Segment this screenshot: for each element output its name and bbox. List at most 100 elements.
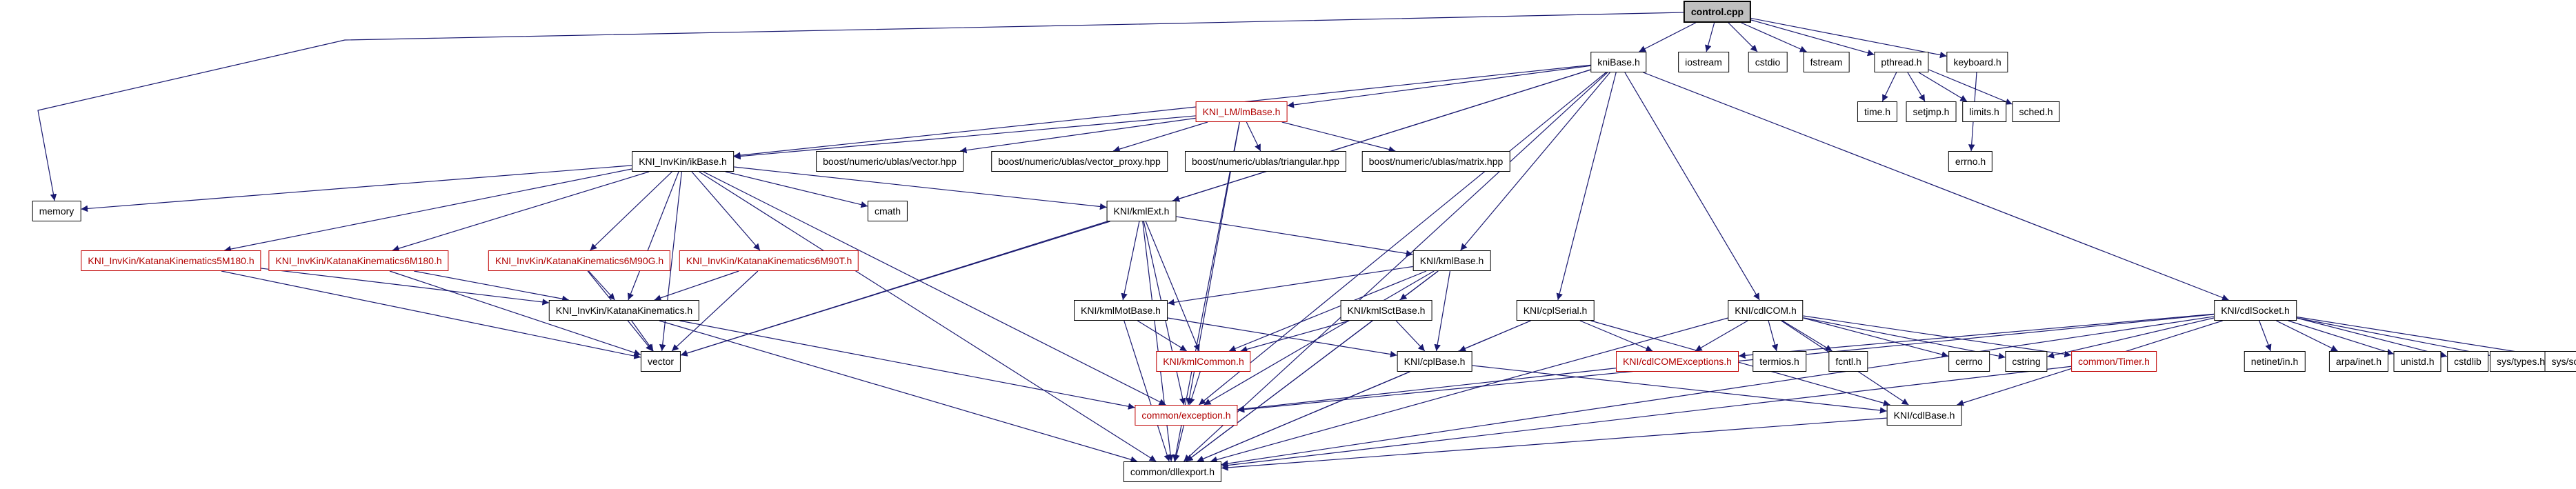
- include-edge-ikBase_h--vector: [659, 171, 682, 352]
- include-edge-kmlMotBase_h--cplBase_h: [1167, 317, 1397, 358]
- include-edge-ikBase_h--kk_h: [627, 171, 679, 301]
- include-edge-cplBase_h--cdlBase_h: [1472, 365, 1887, 414]
- graph-node-control_cpp: control.cpp: [1683, 1, 1752, 23]
- include-edge-kk_h--dllexport_h: [659, 320, 1138, 463]
- include-edge-control_cpp--cstdio: [1728, 22, 1758, 52]
- graph-node-cdlBase_h[interactable]: KNI/cdlBase.h: [1886, 405, 1962, 426]
- graph-node-unistd_h: unistd.h: [2393, 351, 2442, 372]
- graph-node-cdlCOMExceptions_h[interactable]: KNI/cdlCOMExceptions.h: [1616, 351, 1739, 372]
- include-edge-cdlSocket_h--netinet_in_h: [2259, 320, 2272, 352]
- graph-node-sys_types_h: sys/types.h: [2489, 351, 2553, 372]
- graph-node-ublas_vector: boost/numeric/ublas/vector.hpp: [816, 151, 963, 172]
- include-edge-kmlExt_h--vector: [680, 221, 1110, 357]
- include-edge-cplBase_h--dllexport_h: [1197, 371, 1410, 462]
- include-edge-kk_h--vector: [631, 320, 654, 352]
- include-edge-kmlExt_h--kmlCommon_h: [1145, 221, 1200, 352]
- graph-node-kk5M180[interactable]: KNI_InvKin/KatanaKinematics5M180.h: [81, 250, 261, 271]
- graph-node-ublas_vector_proxy: boost/numeric/ublas/vector_proxy.hpp: [991, 151, 1168, 172]
- include-edge-kniBase_h--kmlBase_h: [1460, 72, 1610, 251]
- graph-node-kniBase_h[interactable]: kniBase.h: [1590, 52, 1647, 72]
- include-edge-ikBase_h--exception_h: [703, 171, 1166, 406]
- include-edge-kk6M180--kk_h: [414, 270, 569, 302]
- graph-node-kmlSctBase_h[interactable]: KNI/kmlSctBase.h: [1340, 300, 1432, 321]
- include-edge-kmlMotBase_h--dllexport_h: [1124, 320, 1170, 462]
- graph-node-exception_h[interactable]: common/exception.h: [1135, 405, 1238, 426]
- include-edge-kmlExt_h--kmlBase_h: [1176, 216, 1413, 257]
- graph-node-cplBase_h[interactable]: KNI/cplBase.h: [1397, 351, 1472, 372]
- graph-node-sched_h: sched.h: [2012, 101, 2060, 122]
- graph-node-cerrno: cerrno: [1948, 351, 1990, 372]
- include-edge-pthread_h--time_h: [1881, 72, 1897, 102]
- include-edge-kk6M90T--kk_h: [654, 270, 739, 301]
- graph-node-cplSerial_h[interactable]: KNI/cplSerial.h: [1516, 300, 1595, 321]
- include-edge-kmlSctBase_h--dllexport_h: [1186, 320, 1373, 462]
- include-edge-cdlBase_h--dllexport_h: [1221, 417, 1887, 471]
- graph-node-kk6M90G[interactable]: KNI_InvKin/KatanaKinematics6M90G.h: [488, 250, 671, 271]
- graph-node-keyboard_h[interactable]: keyboard.h: [1946, 52, 2008, 72]
- graph-node-ublas_triangular: boost/numeric/ublas/triangular.hpp: [1184, 151, 1347, 172]
- graph-node-cmath: cmath: [867, 201, 908, 221]
- include-edge-kk6M180--vector: [389, 270, 641, 356]
- graph-node-cdlCOM_h[interactable]: KNI/cdlCOM.h: [1728, 300, 1804, 321]
- include-edge-cdlSocket_h--cstdlib: [2296, 317, 2448, 359]
- include-edge-kniBase_h--cdlSocket_h: [1643, 72, 2229, 301]
- graph-node-pthread_h: pthread.h: [1874, 52, 1929, 72]
- graph-node-sys_socket_h: sys/socket.h: [2544, 351, 2576, 372]
- graph-node-cstdio: cstdio: [1748, 52, 1788, 72]
- include-edge-kmlSctBase_h--kmlCommon_h: [1240, 320, 1350, 353]
- graph-node-lmBase_h[interactable]: KNI_LM/lmBase.h: [1195, 101, 1288, 122]
- include-edge-timer_h--dllexport_h: [1221, 366, 2072, 469]
- graph-node-kmlBase_h[interactable]: KNI/kmlBase.h: [1412, 250, 1491, 271]
- include-edge-kniBase_h--cdlCOM_h: [1624, 72, 1760, 301]
- graph-node-timer_h[interactable]: common/Timer.h: [2071, 351, 2157, 372]
- include-edge-lmBase_h--ublas_matrix: [1281, 121, 1396, 153]
- graph-node-kmlCommon_h[interactable]: KNI/kmlCommon.h: [1156, 351, 1251, 372]
- include-edge-kmlSctBase_h--cplBase_h: [1395, 320, 1426, 352]
- include-edge-kniBase_h--dllexport_h: [1183, 72, 1608, 462]
- include-edge-cdlSocket_h--cdlCOMExceptions_h: [1738, 313, 2215, 359]
- include-edge-cdlCOM_h--cstring: [1803, 317, 2006, 359]
- graph-node-ikBase_h[interactable]: KNI_InvKin/ikBase.h: [632, 151, 734, 172]
- include-edge-kniBase_h--cplSerial_h: [1556, 72, 1617, 301]
- include-edge-cdlCOM_h--timer_h: [1803, 315, 2072, 358]
- graph-node-cdlSocket_h[interactable]: KNI/cdlSocket.h: [2214, 300, 2297, 321]
- graph-node-kmlMotBase_h[interactable]: KNI/kmlMotBase.h: [1074, 300, 1168, 321]
- include-edge-cdlSocket_h--cstring: [2047, 317, 2215, 359]
- include-edge-control_cpp--memory: [37, 12, 1684, 201]
- include-edge-cdlSocket_h--arpa_inet_h: [2276, 320, 2338, 352]
- include-edge-kmlCommon_h--exception_h: [1188, 371, 1201, 406]
- include-edge-kk6M90G--kk_h: [588, 270, 615, 301]
- include-edge-exception_h--dllexport_h: [1173, 425, 1184, 462]
- graph-node-errno_h: errno.h: [1948, 151, 1993, 172]
- include-edge-cplSerial_h--cdlCOMExceptions_h: [1579, 320, 1653, 352]
- include-edge-pthread_h--setjmp_h: [1907, 72, 1926, 102]
- graph-node-kmlExt_h[interactable]: KNI/kmlExt.h: [1106, 201, 1177, 221]
- include-edge-kk_h--exception_h: [679, 320, 1135, 410]
- graph-node-memory: memory: [32, 201, 81, 221]
- include-edge-lmBase_h--ublas_triangular: [1246, 121, 1261, 152]
- include-edge-control_cpp--pthread_h: [1750, 19, 1875, 57]
- include-edge-pthread_h--sched_h: [1928, 69, 2013, 105]
- include-edge-control_cpp--fstream: [1741, 22, 1807, 52]
- include-edge-kk5M180--kk_h: [261, 268, 550, 306]
- include-edge-cplSerial_h--cdlBase_h: [1590, 320, 1890, 407]
- include-edge-lmBase_h--ublas_vector_proxy: [1112, 121, 1208, 152]
- include-edge-cdlCOM_h--termios_h: [1768, 320, 1779, 352]
- include-edge-cdlCOM_h--fcntl_h: [1782, 320, 1833, 352]
- graph-node-fcntl_h: fcntl.h: [1828, 351, 1868, 372]
- include-edge-ikBase_h--kk5M180: [224, 168, 632, 252]
- graph-node-kk_h[interactable]: KNI_InvKin/KatanaKinematics.h: [548, 300, 700, 321]
- include-edge-control_cpp--keyboard_h: [1750, 17, 1947, 59]
- include-edge-ikBase_h--dllexport_h: [699, 171, 1157, 462]
- include-edge-kmlMotBase_h--kmlCommon_h: [1137, 320, 1187, 352]
- include-edge-cdlSocket_h--sys_socket_h: [2296, 316, 2545, 359]
- graph-node-fstream: fstream: [1803, 52, 1850, 72]
- include-edge-ikBase_h--kk6M180: [392, 171, 650, 252]
- graph-node-dllexport_h[interactable]: common/dllexport.h: [1123, 461, 1222, 482]
- graph-node-netinet_in_h: netinet/in.h: [2244, 351, 2306, 372]
- graph-node-kk6M90T[interactable]: KNI_InvKin/KatanaKinematics6M90T.h: [679, 250, 859, 271]
- include-edge-kniBase_h--lmBase_h: [1287, 65, 1591, 108]
- graph-node-kk6M180[interactable]: KNI_InvKin/KatanaKinematics6M180.h: [268, 250, 449, 271]
- include-edge-lmBase_h--ublas_vector: [959, 117, 1196, 154]
